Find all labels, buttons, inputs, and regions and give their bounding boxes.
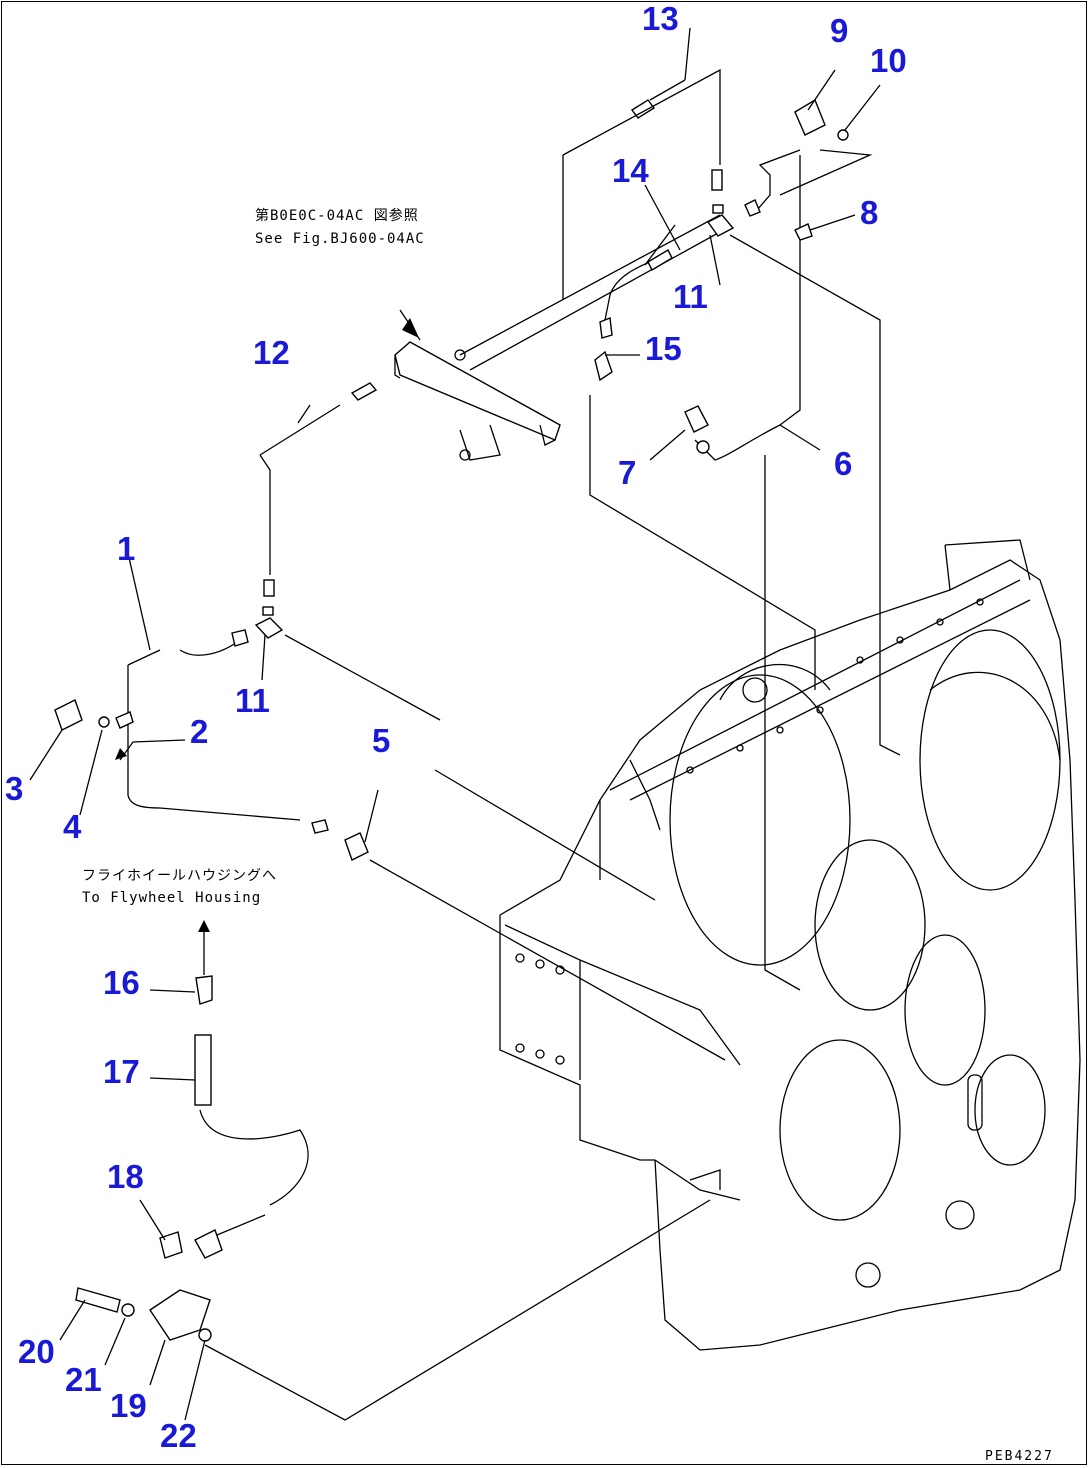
flywheel-housing	[499, 539, 1081, 1351]
arrow-head-small	[115, 748, 127, 760]
note-ref-jp: 第B0E0C-04AC 図参照	[255, 207, 419, 224]
callout-6: 6	[834, 445, 852, 482]
note-ref-en: See Fig.BJ600-04AC	[255, 231, 425, 247]
callout-18: 18	[107, 1158, 144, 1195]
callout-21: 21	[65, 1361, 102, 1398]
callout-3: 3	[5, 770, 23, 807]
callout-1: 1	[117, 530, 135, 567]
callout-4: 4	[63, 808, 82, 845]
callout-11-upper: 11	[673, 278, 708, 315]
callout-12: 12	[253, 334, 290, 371]
callout-2: 2	[190, 713, 208, 750]
callout-17: 17	[103, 1053, 140, 1090]
callout-20: 20	[18, 1333, 55, 1370]
callout-22: 22	[160, 1417, 197, 1454]
callout-13: 13	[642, 0, 679, 37]
arrow-head-up	[198, 920, 210, 932]
note-flywheel-jp: フライホイールハウジングへ	[82, 868, 277, 884]
callouts: 1 2 3 4 5 6 7 8 9 10 11 11 12 13 14 15 1…	[5, 0, 907, 1454]
callout-8: 8	[860, 194, 878, 231]
callout-7: 7	[618, 454, 636, 491]
note-flywheel-en: To Flywheel Housing	[82, 890, 261, 906]
callout-5: 5	[372, 722, 390, 759]
reference-notes: 第B0E0C-04AC 図参照 See Fig.BJ600-04AC フライホイ…	[82, 207, 425, 906]
callout-14: 14	[612, 152, 649, 189]
callout-19: 19	[110, 1387, 147, 1424]
callout-15: 15	[645, 330, 682, 367]
fittings	[54, 98, 849, 1342]
bracket-assembly	[394, 214, 721, 461]
callout-11-lower: 11	[235, 682, 270, 719]
drawing-code: PEB4227	[985, 1449, 1054, 1464]
callout-10: 10	[870, 42, 907, 79]
callout-16: 16	[103, 964, 140, 1001]
arrow-head-down	[402, 318, 419, 338]
leader-lines	[29, 27, 901, 1421]
callout-9: 9	[830, 12, 848, 49]
